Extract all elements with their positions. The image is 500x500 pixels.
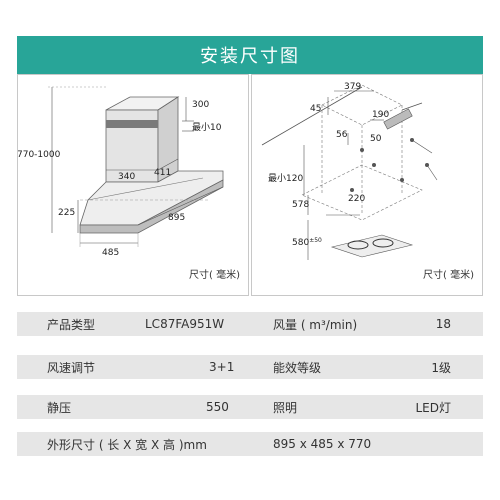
spec-value: 550 [206, 400, 229, 414]
dim-485: 485 [102, 248, 119, 258]
dim-578: 578 [292, 200, 309, 210]
install-drawing: 379 45 190 56 50 最小120 578 220 580±50 [261, 82, 438, 260]
spec-value: 1级 [431, 360, 451, 375]
spec-row: 外形尺寸 ( 长 X 宽 X 高 )mm 895 x 485 x 770 [17, 432, 483, 456]
spec-label: 风量 ( m³/min) [273, 317, 358, 332]
spec-value: LC87FA951W [145, 317, 225, 331]
spec-label: 外形尺寸 ( 长 X 宽 X 高 )mm [47, 437, 207, 452]
dim-379: 379 [344, 82, 361, 92]
dim-411: 411 [154, 168, 171, 178]
dim-50: 50 [370, 134, 382, 144]
dim-56: 56 [336, 130, 348, 140]
installation-diagram: 379 45 190 56 50 最小120 578 220 580±50 尺寸… [251, 74, 483, 296]
dim-895: 895 [168, 213, 185, 223]
dim-340: 340 [118, 172, 135, 182]
hood-dimension-diagram: 770-1000 300 最小10 340 411 225 895 485 尺寸… [17, 74, 249, 296]
spec-value: 3+1 [209, 360, 235, 374]
dim-height-total: 770-1000 [18, 150, 61, 160]
dim-220: 220 [348, 194, 365, 204]
dim-min-120: 最小120 [268, 173, 303, 184]
spec-value: 895 x 485 x 770 [273, 437, 372, 451]
spec-label: 能效等级 [273, 360, 322, 375]
unit-label: 尺寸( 毫米) [423, 270, 474, 281]
dim-min-10: 最小10 [192, 122, 222, 133]
dim-45: 45 [310, 104, 321, 114]
spec-label: 产品类型 [47, 317, 96, 332]
page-title: 安装尺寸图 [17, 36, 483, 74]
spec-value: LED灯 [415, 400, 451, 415]
dim-580: 580±50 [292, 237, 322, 248]
dim-225: 225 [58, 208, 75, 218]
spec-row: 产品类型 LC87FA951W 风量 ( m³/min) 18 [17, 312, 483, 336]
spec-row: 风速调节 3+1 能效等级 1级 [17, 355, 483, 379]
spec-label: 风速调节 [47, 360, 96, 375]
spec-row: 静压 550 照明 LED灯 [17, 395, 483, 419]
dim-190: 190 [372, 110, 389, 120]
spec-value: 18 [435, 317, 451, 331]
dim-300: 300 [192, 100, 209, 110]
hood-drawing: 770-1000 300 最小10 340 411 225 895 485 [18, 86, 224, 258]
spec-label: 静压 [47, 400, 72, 415]
unit-label: 尺寸( 毫米) [189, 270, 240, 281]
spec-label: 照明 [273, 400, 298, 415]
